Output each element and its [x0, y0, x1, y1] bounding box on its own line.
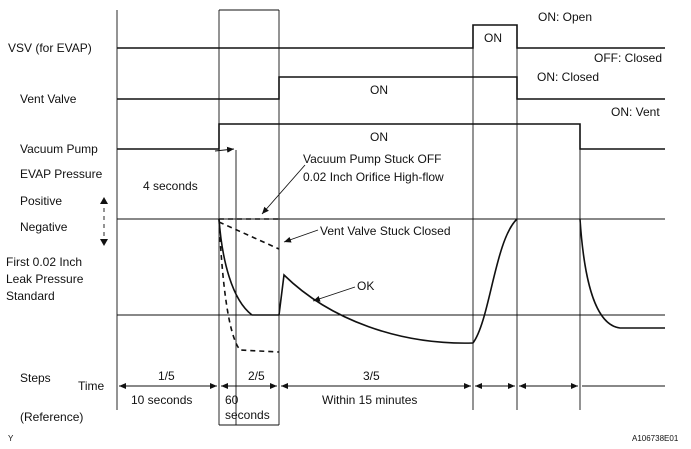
steps-label: Steps [20, 371, 51, 385]
pressure-reference-lines [117, 218, 665, 316]
annotations: 4 seconds Vacuum Pump Stuck OFF 0.02 Inc… [143, 152, 451, 293]
label-positive: Positive [20, 194, 62, 208]
label-vsv: VSV (for EVAP) [8, 41, 92, 55]
time-3-label: Within 15 minutes [322, 393, 417, 407]
positive-negative-arrow [100, 197, 108, 246]
vsv-pulse-on: ON [484, 31, 502, 45]
vent-on-closed: ON: Closed [537, 70, 599, 84]
evap-pressure-curves [218, 218, 665, 353]
step-1-label: 1/5 [158, 369, 175, 383]
pump-stuck-off-label: Vacuum Pump Stuck OFF [303, 152, 442, 166]
signal-labels: VSV (for EVAP) Vent Valve Vacuum Pump EV… [6, 41, 103, 303]
vent-on-vent: ON: Vent [611, 105, 660, 119]
vsv-off-closed: OFF: Closed [594, 51, 662, 65]
vsv-trace [117, 24, 665, 49]
four-seconds-label: 4 seconds [143, 179, 198, 193]
vent-valve-on: ON [370, 83, 388, 97]
label-evap-pressure: EVAP Pressure [20, 167, 103, 181]
time-2-label-2: seconds [225, 408, 270, 422]
vent-stuck-closed-label: Vent Valve Stuck Closed [320, 224, 451, 238]
label-vacuum-pump: Vacuum Pump [20, 142, 98, 156]
orifice-high-flow-label: 0.02 Inch Orifice High-flow [303, 170, 444, 184]
footer: Steps Time (Reference) 1/5 2/5 3/5 10 se… [8, 369, 679, 443]
vsv-on-open: ON: Open [538, 10, 592, 24]
label-negative: Negative [20, 220, 68, 234]
vacuum-pump-trace [117, 123, 665, 150]
label-vent-valve: Vent Valve [20, 92, 77, 106]
label-leak-standard-1: First 0.02 Inch [6, 255, 82, 269]
vacuum-pump-on: ON [370, 130, 388, 144]
step-2-label: 2/5 [248, 369, 265, 383]
time-2-label-1: 60 [225, 393, 239, 407]
corner-left-mark: Y [8, 434, 14, 443]
callout-leaders [261, 164, 356, 302]
label-leak-standard-3: Standard [6, 289, 55, 303]
time-label: Time [78, 379, 105, 393]
reference-label: (Reference) [20, 410, 83, 424]
step-3-label: 3/5 [363, 369, 380, 383]
label-leak-standard-2: Leak Pressure [6, 272, 84, 286]
vent-valve-trace [117, 76, 665, 100]
corner-right-mark: A106738E01 [632, 434, 679, 443]
ok-label: OK [357, 279, 374, 293]
state-labels: ON: Open OFF: Closed ON: Closed ON: Vent… [370, 10, 662, 144]
four-seconds-arrow [214, 146, 235, 153]
step-boundaries [116, 9, 581, 426]
time-1-label: 10 seconds [131, 393, 192, 407]
